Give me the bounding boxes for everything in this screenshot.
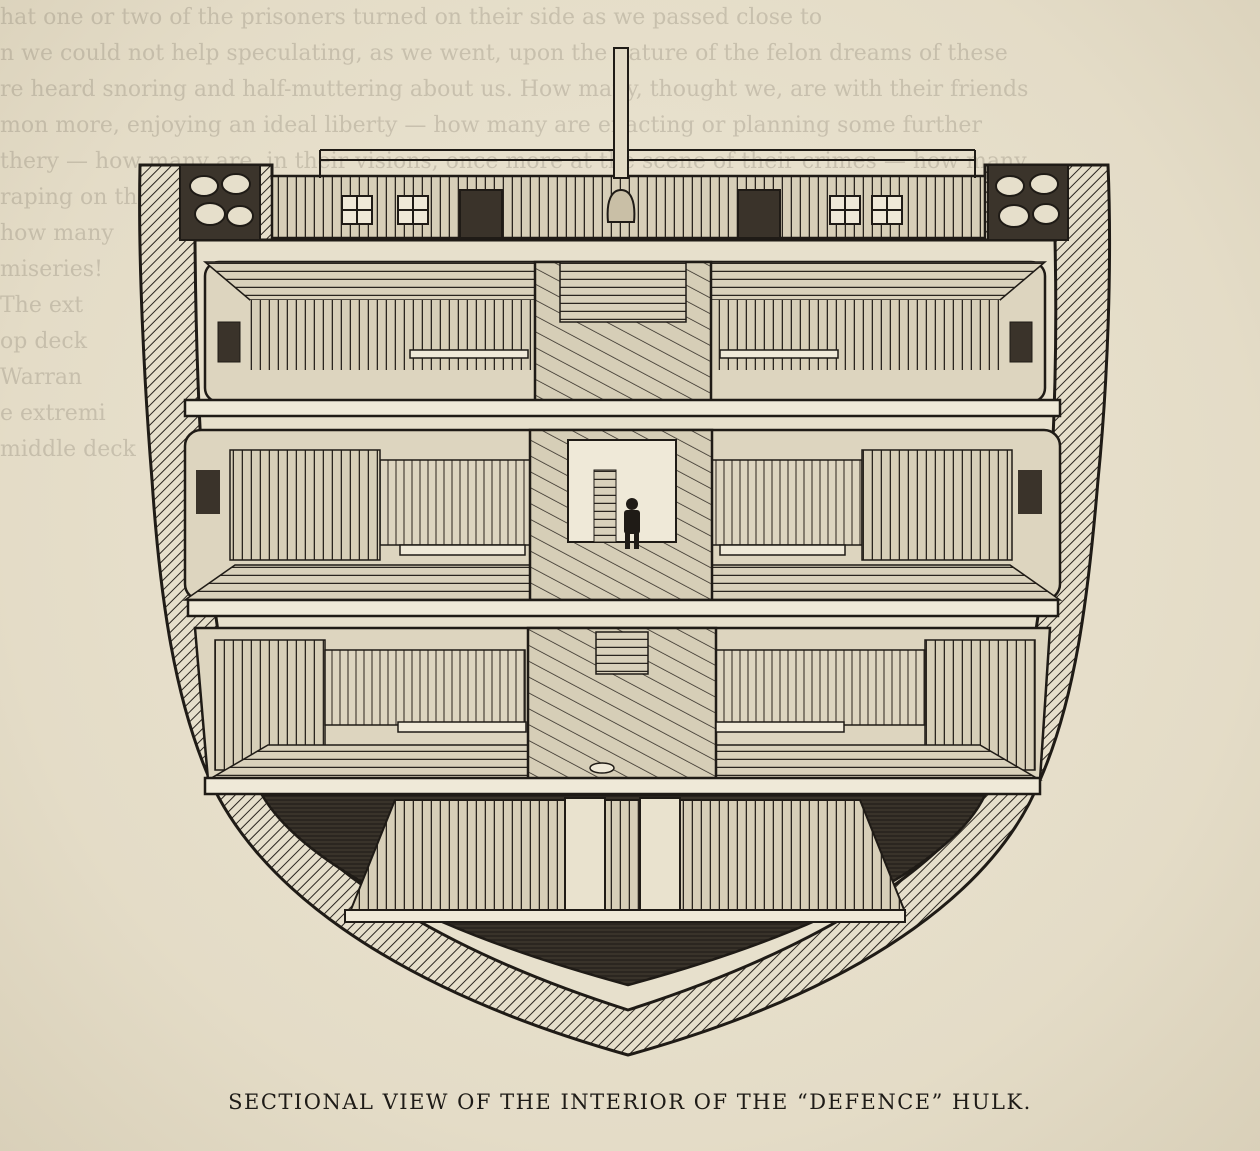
upper-deck-interior xyxy=(202,260,1048,404)
ship-bell xyxy=(606,188,636,223)
bleed-through-line: e extremi xyxy=(0,401,106,426)
bleed-through-line: hat one or two of the prisoners turned o… xyxy=(0,5,823,30)
bleed-through-text: hat one or two of the prisoners turned o… xyxy=(0,0,1260,468)
bleed-through-line: mon more, enjoying an ideal liberty — ho… xyxy=(0,113,982,138)
bleed-through-line: re heard snoring and half-muttering abou… xyxy=(0,77,1029,102)
hammock-netting-left xyxy=(179,164,261,241)
bleed-through-line: op deck xyxy=(0,329,88,354)
deck-beam-2 xyxy=(186,598,1060,618)
hold-interior xyxy=(259,793,987,987)
bleed-through-line: middle deck xyxy=(0,437,136,462)
warder-figure xyxy=(624,498,640,549)
figure-caption: SECTIONAL VIEW OF THE INTERIOR OF THE “D… xyxy=(228,1090,1032,1114)
hammock-netting-right xyxy=(987,164,1069,241)
middle-deck-interior xyxy=(182,428,1063,602)
bleed-through-line: The ext xyxy=(0,293,84,318)
bleed-through-line: how many xyxy=(0,221,114,246)
upper-windows xyxy=(341,189,903,239)
deck-beam-1 xyxy=(183,398,1062,418)
bleed-through-line: Warran xyxy=(0,365,83,390)
bleed-through-line: raping on the xyxy=(0,185,151,210)
bleed-through-line: n we could not help speculating, as we w… xyxy=(0,41,1008,66)
deck-beam-3 xyxy=(203,776,1042,796)
bleed-through-line: miseries! xyxy=(0,257,103,282)
lower-deck-interior xyxy=(193,626,1052,782)
mast-stump xyxy=(613,47,629,179)
